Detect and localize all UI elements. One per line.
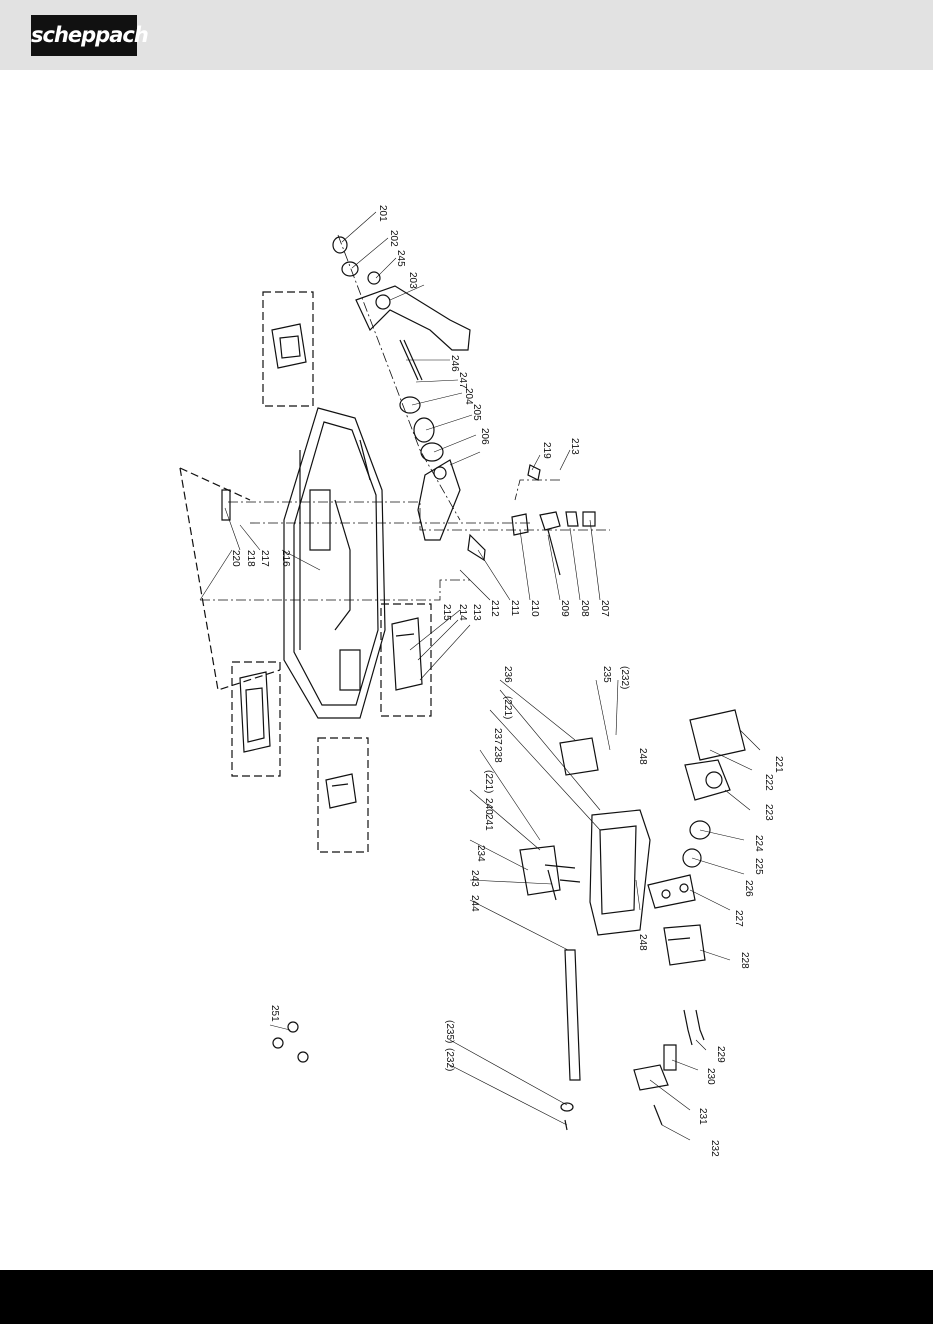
- part-label: 230: [705, 1068, 716, 1085]
- page-header: scheppach: [0, 0, 933, 70]
- part-label: 211: [509, 600, 520, 616]
- part-label: 248: [637, 934, 648, 951]
- part-label: 229: [715, 1046, 726, 1063]
- knob-parts-251: [273, 1022, 308, 1062]
- part-label: 203: [407, 272, 418, 289]
- part-label: 225: [753, 858, 764, 875]
- part-label: 232: [709, 1140, 720, 1157]
- part-label: 204: [463, 388, 474, 405]
- part-label: 208: [579, 600, 590, 617]
- part-label: 238: [492, 746, 503, 763]
- part-label: 202: [388, 230, 399, 247]
- part-label: 214: [457, 604, 468, 621]
- part-label: 247: [457, 372, 468, 389]
- page-footer: [0, 1270, 933, 1324]
- part-label: 216: [280, 550, 291, 567]
- part-label: 212: [489, 600, 500, 617]
- part-label: 231: [697, 1108, 708, 1125]
- part-label: 209: [559, 600, 570, 617]
- part-label: 206: [479, 428, 490, 445]
- part-label: 223: [763, 804, 774, 821]
- part-label: 228: [739, 952, 750, 969]
- part-label: 235: [601, 666, 612, 683]
- part-label: 222: [763, 774, 774, 791]
- part-label: (221): [502, 696, 513, 719]
- part-label: 244: [469, 895, 480, 912]
- part-label: (235): [444, 1020, 455, 1043]
- rip-fence-assembly: [520, 710, 745, 1130]
- part-label: 245: [395, 250, 406, 267]
- exploded-parts-diagram: 201 202 245 203 246 247 204 205 206 219 …: [0, 190, 933, 1170]
- parts-drawing: 201 202 245 203 246 247 204 205 206 219 …: [0, 190, 933, 1170]
- part-label: 251: [269, 1005, 280, 1022]
- part-label: 236: [502, 666, 513, 683]
- part-label: 221: [773, 756, 784, 773]
- part-label: 237: [492, 728, 503, 745]
- part-label: 219: [541, 442, 552, 459]
- part-label: 227: [733, 910, 744, 927]
- part-label: 224: [753, 835, 764, 852]
- main-housing: [284, 408, 385, 718]
- brand-logo-text: scheppach: [31, 15, 137, 56]
- part-label: 220: [230, 550, 241, 567]
- part-label: 218: [245, 550, 256, 567]
- assembly-centrelines: [200, 235, 610, 600]
- part-label: 210: [529, 600, 540, 617]
- leader-lines: [200, 212, 760, 1140]
- part-label: (232): [444, 1048, 455, 1071]
- part-label: 215: [441, 604, 452, 621]
- part-label: 226: [743, 880, 754, 897]
- part-label: 241: [483, 814, 494, 831]
- part-label: (232): [619, 666, 630, 689]
- part-label: 213: [569, 438, 580, 455]
- part-label: 207: [599, 600, 610, 617]
- part-label: 246: [449, 355, 460, 372]
- part-label: 234: [475, 845, 486, 862]
- part-label: (221): [483, 770, 494, 793]
- part-label: 248: [637, 748, 648, 765]
- part-label: 217: [259, 550, 270, 567]
- part-label: 213: [471, 604, 482, 621]
- part-label-group: 201 202 245 203 246 247 204 205 206 219 …: [230, 205, 784, 1157]
- part-label: 201: [377, 205, 388, 222]
- part-label: 243: [469, 870, 480, 887]
- part-label: 240: [483, 798, 494, 815]
- brand-logo: scheppach: [31, 15, 137, 56]
- part-label: 205: [471, 404, 482, 421]
